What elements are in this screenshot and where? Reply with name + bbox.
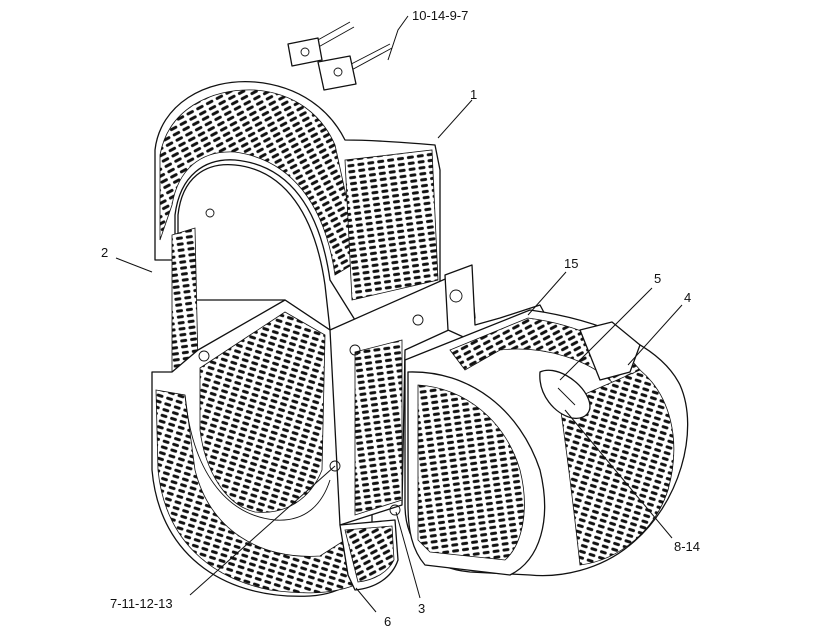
callout-6: 6 — [384, 614, 391, 629]
small-guard-end-grille — [417, 384, 525, 561]
callout-10-14-9-7: 10-14-9-7 — [412, 8, 468, 23]
lower-hoop-assembly — [151, 299, 399, 597]
callout-15: 15 — [564, 256, 578, 271]
large-guard-assembly — [154, 80, 441, 373]
callout-7-11-12-13: 7-11-12-13 — [110, 596, 173, 611]
callout-2: 2 — [101, 245, 108, 260]
large-guard-opening — [177, 164, 331, 331]
large-guard-inner-strip — [171, 227, 199, 373]
callout-8-14: 8-14 — [674, 539, 700, 554]
large-guard-top-grille — [159, 89, 361, 276]
callout-1: 1 — [470, 87, 477, 102]
lower-hoop-outer-grille — [155, 389, 356, 594]
center-panel-grille — [354, 339, 403, 516]
callout-3: 3 — [418, 601, 425, 616]
top-terminals — [287, 21, 393, 91]
large-guard-side-grille — [344, 149, 439, 301]
lower-hoop-inner-grille — [199, 311, 326, 513]
leader-lines — [115, 15, 683, 613]
small-guard-side-grille — [559, 369, 675, 566]
callout-5: 5 — [654, 271, 661, 286]
small-guard-assembly — [404, 309, 689, 577]
small-guard-flap — [579, 321, 641, 381]
bottom-rim-grille — [344, 525, 395, 583]
callout-4: 4 — [684, 290, 691, 305]
